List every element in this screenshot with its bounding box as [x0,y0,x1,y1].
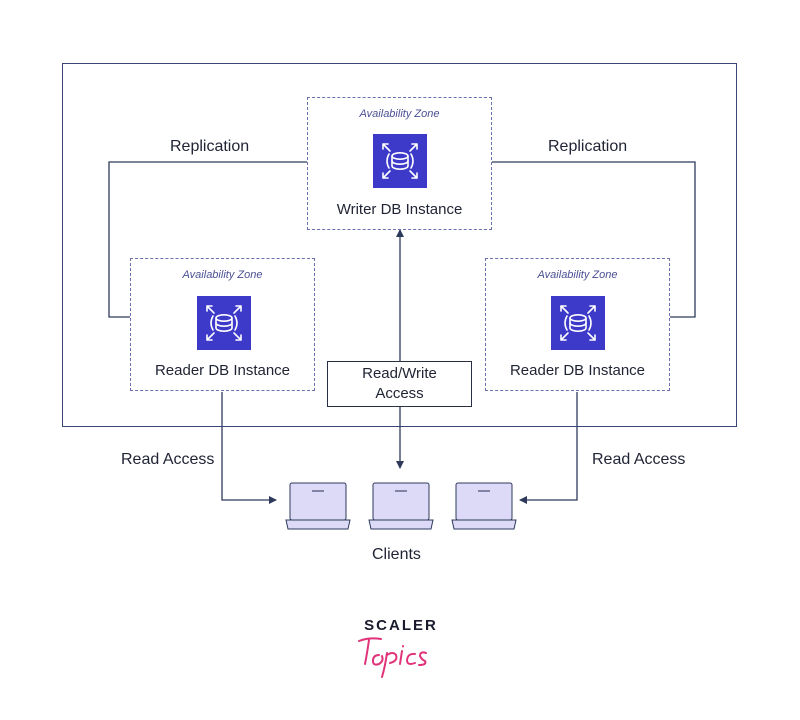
read-access-left-connector [221,392,277,504]
read-write-access-box: Read/Write Access [327,361,472,407]
reader-left-instance-label: Reader DB Instance [154,362,291,379]
reader-right-instance-label: Reader DB Instance [509,362,646,379]
replication-left-label: Replication [170,138,250,155]
read-access-left-label: Read Access [121,451,215,468]
clients-label: Clients [372,546,421,563]
read-access-right-label: Read Access [592,451,686,468]
writer-instance-label: Writer DB Instance [336,201,463,218]
laptop-icon [451,482,517,532]
zone-label: Availability Zone [359,108,440,120]
read-write-line2: Access [375,385,424,402]
writer-availability-zone: Availability Zone Writer DB Instance [307,97,492,230]
zone-label: Availability Zone [182,269,263,281]
rds-database-icon [551,296,605,350]
laptop-icon [368,482,434,532]
rds-database-icon [197,296,251,350]
logo-script-mark [358,637,427,678]
laptop-icon [285,482,351,532]
reader-right-availability-zone: Availability Zone Reader DB Instance [485,258,670,391]
scaler-topics-logo: SCALER [355,617,455,687]
replication-right-label: Replication [548,138,628,155]
logo-brand-text: SCALER [364,617,438,634]
reader-left-availability-zone: Availability Zone Reader DB Instance [130,258,315,391]
read-write-line1: Read/Write [362,365,437,382]
read-access-right-connector [519,392,578,504]
rds-database-icon [373,134,427,188]
zone-label: Availability Zone [537,269,618,281]
cluster-boundary [62,63,737,427]
